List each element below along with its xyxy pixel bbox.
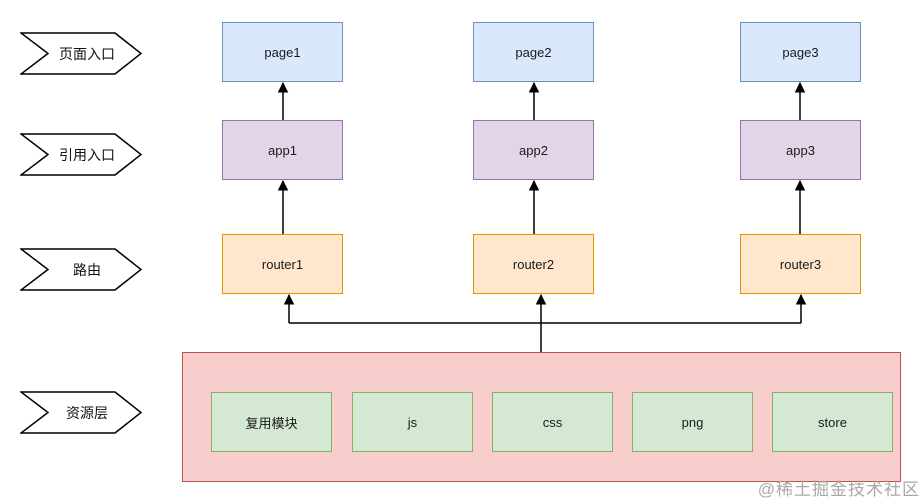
node-label: page1 xyxy=(264,44,301,60)
resource-item-label: css xyxy=(542,414,563,430)
node-label: page3 xyxy=(782,44,819,60)
node-router3: router3 xyxy=(740,234,861,294)
resource-layer-container: 复用模块 js css png store xyxy=(182,352,901,482)
node-app3: app3 xyxy=(740,120,861,180)
resource-item-reuse-module: 复用模块 xyxy=(211,392,332,452)
lane-label-reference-entry: 引用入口 xyxy=(59,146,115,163)
node-label: app3 xyxy=(786,142,815,158)
watermark: @稀土掘金技术社区 xyxy=(757,480,920,499)
lane-banner-resource-layer: 资源层 xyxy=(20,391,142,434)
node-label: app2 xyxy=(519,142,548,158)
resource-item-label: 复用模块 xyxy=(245,415,298,431)
node-label: router2 xyxy=(512,256,555,272)
node-label: router3 xyxy=(779,256,822,272)
resource-item-css: css xyxy=(492,392,613,452)
node-app1: app1 xyxy=(222,120,343,180)
lane-banner-page-entry: 页面入口 xyxy=(20,32,142,75)
chevron-banner-shape xyxy=(20,248,142,291)
node-page3: page3 xyxy=(740,22,861,82)
node-router1: router1 xyxy=(222,234,343,294)
lane-label-resource-layer: 资源层 xyxy=(66,404,108,421)
resource-item-js: js xyxy=(352,392,473,452)
node-page2: page2 xyxy=(473,22,594,82)
chevron-banner-shape xyxy=(20,391,142,434)
node-router2: router2 xyxy=(473,234,594,294)
node-label: app1 xyxy=(268,142,297,158)
node-label: router1 xyxy=(261,256,304,272)
resource-item-label: js xyxy=(407,414,418,430)
chevron-banner-shape xyxy=(20,133,142,176)
node-app2: app2 xyxy=(473,120,594,180)
lane-banner-reference-entry: 引用入口 xyxy=(20,133,142,176)
lane-label-page-entry: 页面入口 xyxy=(59,45,115,62)
node-label: page2 xyxy=(515,44,552,60)
resource-item-store: store xyxy=(772,392,893,452)
resource-item-label: png xyxy=(681,414,704,430)
lane-label-router: 路由 xyxy=(73,261,101,278)
resource-item-label: store xyxy=(818,414,847,430)
lane-banner-router: 路由 xyxy=(20,248,142,291)
chevron-banner-shape xyxy=(20,32,142,75)
resource-item-png: png xyxy=(632,392,753,452)
node-page1: page1 xyxy=(222,22,343,82)
